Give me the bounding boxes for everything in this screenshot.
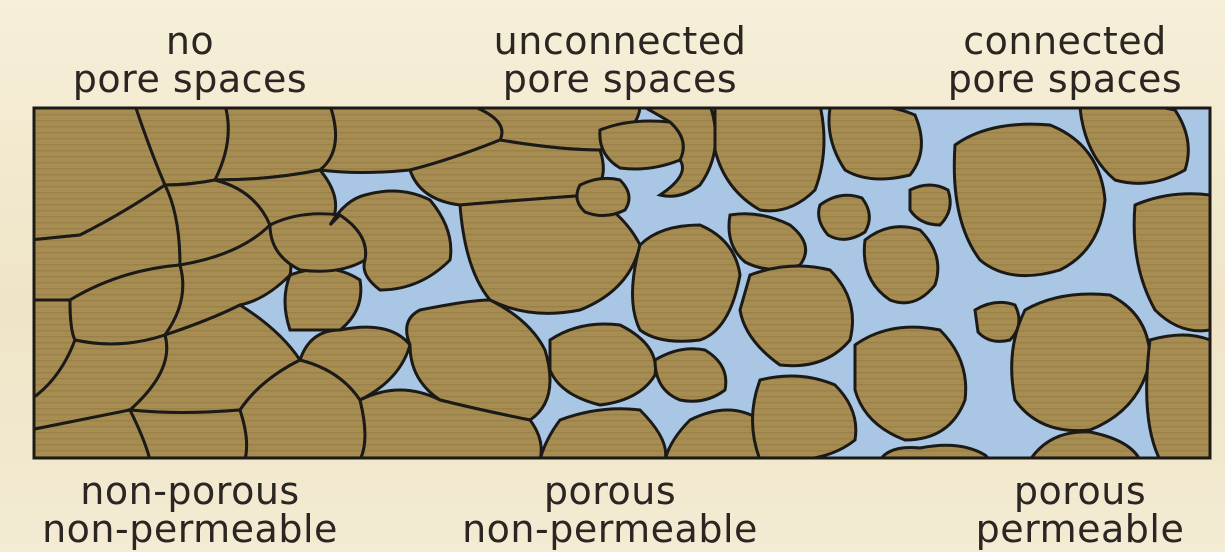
label-line: porous	[410, 472, 810, 510]
grain	[130, 410, 247, 460]
label-porous-permeable: porous permeable	[960, 472, 1200, 548]
label-line: porous	[960, 472, 1200, 510]
label-line: non-permeable	[10, 510, 370, 548]
grain	[829, 105, 921, 179]
grain	[600, 121, 684, 169]
grain	[285, 269, 361, 330]
label-non-porous-non-permeable: non-porous non-permeable	[10, 472, 370, 548]
grain	[819, 195, 870, 239]
grain	[975, 302, 1019, 341]
grain	[1147, 335, 1210, 460]
label-porous-non-permeable: porous non-permeable	[410, 472, 810, 548]
label-line: permeable	[960, 510, 1200, 548]
grain	[954, 124, 1105, 275]
grain	[215, 105, 336, 180]
grain	[753, 376, 856, 460]
grain	[577, 178, 629, 215]
label-line: non-porous	[10, 472, 370, 510]
label-line: non-permeable	[410, 510, 810, 548]
